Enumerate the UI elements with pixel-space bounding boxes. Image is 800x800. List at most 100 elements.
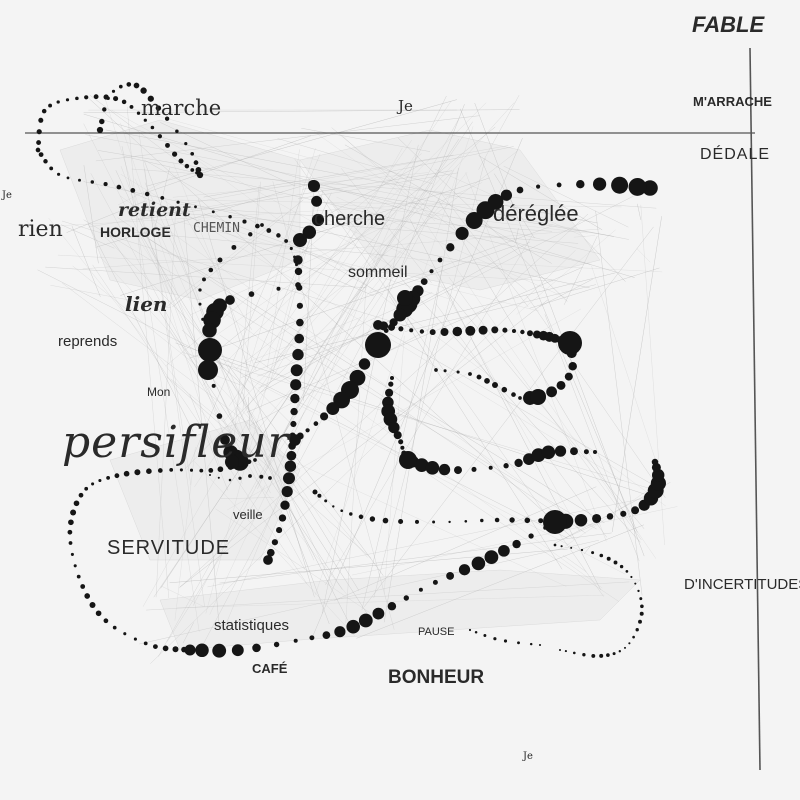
web-line xyxy=(83,113,635,278)
trail-dot xyxy=(651,458,659,466)
trail-dot xyxy=(613,560,618,565)
trail-dot xyxy=(43,159,48,164)
trail-dot xyxy=(398,439,404,445)
trail-dot xyxy=(498,544,510,557)
trail-dot xyxy=(468,628,472,632)
trail-dot xyxy=(153,644,158,649)
web-line xyxy=(366,102,515,267)
ink-blob xyxy=(365,332,391,358)
trail-dot xyxy=(651,468,665,482)
ink-blob xyxy=(198,360,218,380)
web-line xyxy=(312,212,449,274)
trail-dot xyxy=(67,529,73,535)
trail-dot xyxy=(387,601,397,611)
trail-dot xyxy=(290,393,300,404)
trail-dot xyxy=(606,513,614,520)
web-line xyxy=(128,107,457,199)
web-line xyxy=(297,172,459,199)
web-line xyxy=(573,235,596,238)
trail-dot xyxy=(116,184,122,190)
trail-dot xyxy=(387,323,396,331)
web-line xyxy=(121,146,135,208)
trail-dot xyxy=(66,176,70,180)
trail-dot xyxy=(425,460,440,475)
web-line xyxy=(136,170,453,221)
trail-dot xyxy=(393,431,402,440)
word-je-left: Je xyxy=(2,190,12,201)
trail-dot xyxy=(625,570,629,573)
trail-dot xyxy=(96,126,104,134)
web-line xyxy=(88,193,283,228)
trail-dot xyxy=(103,182,108,187)
web-line xyxy=(99,255,270,440)
trail-dot xyxy=(123,470,130,477)
web-line xyxy=(197,218,449,299)
trail-dot xyxy=(556,182,562,188)
trail-dot xyxy=(56,100,60,104)
trail-dot xyxy=(437,257,443,263)
trail-dot xyxy=(84,95,89,100)
web-line xyxy=(384,167,459,623)
shaded-region xyxy=(109,419,301,561)
web-line xyxy=(314,131,437,219)
trail-dot xyxy=(179,468,183,472)
trail-dot xyxy=(41,108,47,114)
web-line xyxy=(249,323,439,426)
trail-dot xyxy=(75,96,79,101)
trail-dot xyxy=(524,517,531,524)
trail-dot xyxy=(286,450,297,461)
trail-dot xyxy=(637,589,640,593)
trail-dot xyxy=(528,533,534,539)
web-line xyxy=(246,267,583,413)
trail-dot xyxy=(91,482,95,486)
trail-dot xyxy=(143,641,148,646)
trail-dot xyxy=(172,646,179,653)
trail-dot xyxy=(112,625,117,630)
web-line xyxy=(312,138,523,638)
web-line xyxy=(595,210,643,596)
trail-dot xyxy=(211,383,216,388)
trail-dot xyxy=(281,486,293,498)
trail-dot xyxy=(349,512,353,516)
web-line xyxy=(129,209,579,244)
word-lien: lien xyxy=(125,292,168,316)
trail-dot xyxy=(634,582,637,585)
trail-dot xyxy=(216,413,223,419)
web-line xyxy=(233,185,260,444)
trail-dot xyxy=(512,539,521,549)
web-line xyxy=(173,163,257,372)
trail-dot xyxy=(455,226,469,240)
web-line xyxy=(516,229,616,315)
trail-dot xyxy=(80,584,86,589)
web-line xyxy=(636,248,651,263)
trail-dot xyxy=(580,548,584,552)
trail-dot xyxy=(446,243,455,252)
web-line xyxy=(203,154,454,198)
trail-dot xyxy=(118,84,123,89)
ink-blob xyxy=(397,290,413,306)
trail-dot xyxy=(48,103,53,108)
trail-dot xyxy=(284,460,297,472)
trail-dot xyxy=(309,635,315,641)
trail-dot xyxy=(194,205,197,209)
web-line xyxy=(62,282,256,430)
trail-dot xyxy=(202,323,217,338)
trail-dot xyxy=(558,648,562,652)
trail-dot xyxy=(488,465,493,470)
trail-dot xyxy=(429,269,434,274)
trail-dot xyxy=(252,643,261,653)
web-line xyxy=(448,276,642,540)
web-line xyxy=(166,214,282,308)
web-line xyxy=(142,147,403,607)
dot-trails xyxy=(35,82,666,658)
web-line xyxy=(565,523,598,538)
trail-dot xyxy=(255,223,260,229)
web-line xyxy=(515,228,519,243)
trail-dot xyxy=(38,117,44,123)
web-line xyxy=(178,145,509,206)
trail-dot xyxy=(346,619,360,634)
trail-dot xyxy=(503,463,509,469)
word-veille: veille xyxy=(233,507,263,522)
trail-dot xyxy=(398,326,404,332)
